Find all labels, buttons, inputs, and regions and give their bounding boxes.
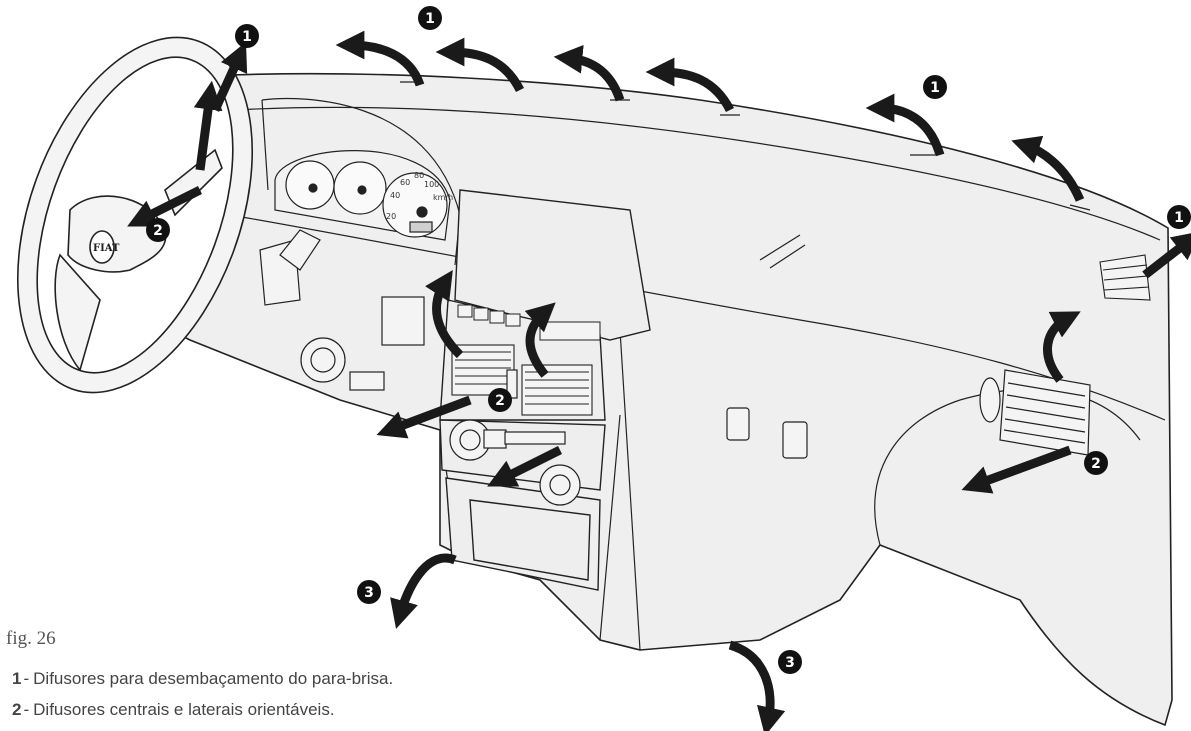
svg-text:3: 3 bbox=[364, 585, 374, 601]
gauge-label: 100 bbox=[424, 180, 439, 189]
center-vent-right bbox=[522, 365, 592, 415]
marker-1-top-center: 1 bbox=[418, 6, 442, 30]
marker-3-left: 3 bbox=[357, 580, 381, 604]
svg-text:2: 2 bbox=[1091, 456, 1101, 472]
gauge-label: 60 bbox=[400, 178, 410, 187]
svg-text:2: 2 bbox=[495, 393, 505, 409]
gauge-label: km/h bbox=[433, 193, 453, 202]
figure-label: fig. 26 bbox=[6, 628, 56, 650]
svg-text:1: 1 bbox=[930, 80, 940, 96]
marker-2-center: 2 bbox=[488, 388, 512, 412]
marker-1-top-left: 1 bbox=[235, 24, 259, 48]
legend-item-1: 1-Difusores para desembaçamento do para-… bbox=[12, 669, 393, 689]
marker-1-top-right: 1 bbox=[923, 75, 947, 99]
svg-text:2: 2 bbox=[153, 223, 163, 239]
gauge-label: 20 bbox=[386, 212, 396, 221]
legend-separator: - bbox=[23, 700, 29, 719]
marker-1-far-right: 1 bbox=[1167, 205, 1191, 229]
marker-2-right: 2 bbox=[1084, 451, 1108, 475]
legend-item-2: 2-Difusores centrais e laterais orientáv… bbox=[12, 700, 335, 720]
legend-text: Difusores centrais e laterais orientávei… bbox=[33, 700, 334, 719]
legend-text: Difusores para desembaçamento do para-br… bbox=[33, 669, 393, 688]
legend-number: 1 bbox=[12, 669, 21, 688]
legend-number: 2 bbox=[12, 700, 21, 719]
gauge-label: 80 bbox=[414, 171, 424, 180]
steering-logo: FIAT bbox=[93, 243, 120, 254]
legend-separator: - bbox=[23, 669, 29, 688]
marker-3-right: 3 bbox=[778, 650, 802, 674]
gauge-label: 40 bbox=[390, 191, 400, 200]
marker-2-left: 2 bbox=[146, 218, 170, 242]
svg-text:1: 1 bbox=[425, 11, 435, 27]
svg-text:3: 3 bbox=[785, 655, 795, 671]
side-vent-top bbox=[1100, 255, 1150, 300]
svg-text:1: 1 bbox=[1174, 210, 1184, 226]
svg-text:1: 1 bbox=[242, 29, 252, 45]
